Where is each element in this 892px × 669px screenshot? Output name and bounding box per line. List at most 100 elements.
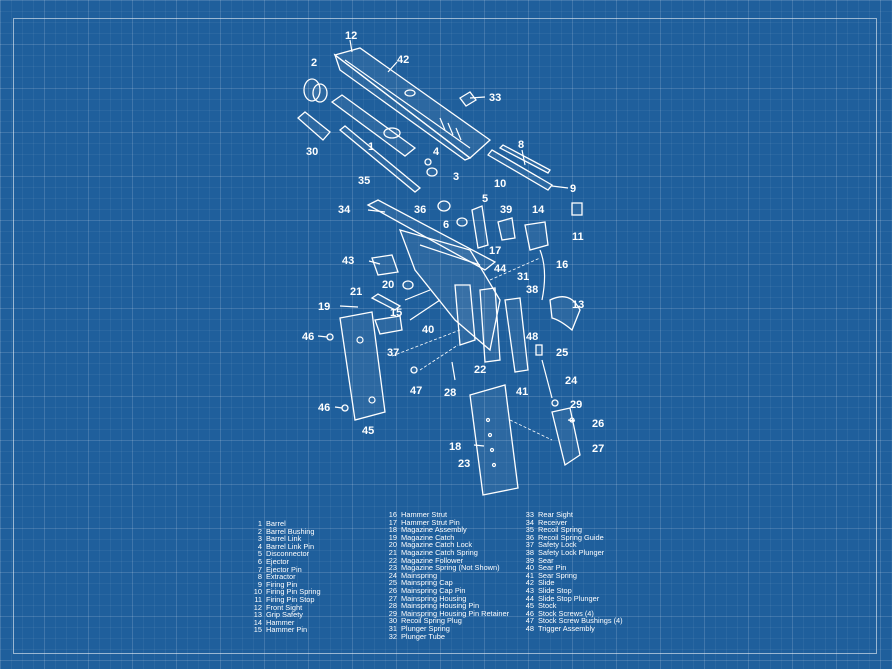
sear-pin-part	[409, 299, 441, 321]
legend-item-number: 7	[257, 564, 262, 574]
legend-item-number: 24	[388, 570, 397, 580]
legend-item-label: Barrel Link Pin	[266, 541, 315, 551]
callout-label: 26	[592, 418, 604, 430]
extractor-part	[491, 149, 541, 179]
legend-item-number: 30	[388, 616, 397, 626]
mainspring-pin-retainer-part	[551, 399, 559, 407]
ejector-part	[456, 217, 468, 227]
legend-item-number: 39	[525, 555, 534, 565]
legend-item-number: 10	[253, 587, 262, 597]
legend-item-number: 23	[388, 563, 397, 573]
legend-item-number: 3	[257, 534, 262, 544]
legend-item-number: 21	[388, 547, 397, 557]
magazine-catch-spring-part	[370, 293, 402, 311]
legend-item-number: 8	[257, 572, 262, 582]
legend-item-number: 47	[525, 616, 534, 626]
callout-label: 12	[345, 30, 357, 42]
legend-item: 39 Sear	[522, 555, 623, 565]
legend-item: 23 Magazine Spring (Not Shown)	[385, 564, 509, 572]
legend-item: 24 Mainspring	[385, 570, 509, 580]
legend-item-number: 5	[257, 549, 262, 559]
callout-label: 14	[532, 204, 545, 216]
legend-item-label: Barrel Link	[266, 534, 302, 544]
callout-label: 9	[570, 183, 576, 195]
callout-label: 3	[453, 171, 459, 183]
legend-item-label: Magazine Catch	[401, 532, 455, 542]
callout-label: 17	[489, 245, 501, 257]
callout-label: 40	[422, 324, 434, 336]
legend-item-label: Hammer Strut Pin	[401, 517, 460, 527]
barrel-link-part	[426, 167, 438, 177]
legend-item-number: 35	[525, 525, 534, 535]
callout-label: 47	[410, 385, 422, 397]
hammer-part	[524, 221, 549, 251]
assembly-line	[509, 419, 553, 441]
legend-item-label: Receiver	[538, 517, 568, 527]
legend-item-label: Safety Lock Plunger	[538, 547, 605, 557]
legend-item-label: Safety Lock	[538, 540, 577, 550]
legend-item-number: 43	[525, 585, 534, 595]
legend-item-label: Slide Stop Plunger	[538, 593, 600, 603]
callout-label: 20	[382, 279, 394, 291]
magazine-catch-lock-part	[402, 280, 414, 290]
callout-label: 21	[350, 286, 362, 298]
legend-item: 17 Hammer Strut Pin	[385, 517, 509, 527]
callout-label: 25	[556, 347, 568, 359]
legend-item-label: Slide	[538, 578, 555, 588]
callout-label: 28	[444, 387, 456, 399]
callout-label: 46	[302, 331, 314, 343]
legend-item-label: Mainspring Cap Pin	[401, 585, 466, 595]
legend-item-label: Plunger Spring	[401, 623, 450, 633]
barrel-link-pin-part	[424, 158, 432, 166]
legend-item-label: Magazine Catch Lock	[401, 540, 473, 550]
firing-pin-stop-part	[571, 202, 583, 216]
callout-label: 31	[517, 271, 529, 283]
legend-item-label: Mainspring Cap	[401, 578, 453, 588]
legend-item-label: Barrel	[266, 519, 286, 528]
legend-item-label: Sear Spring	[538, 570, 578, 580]
legend-item-label: Sear	[538, 555, 554, 565]
legend-item-number: 14	[253, 617, 262, 627]
legend-item-label: Recoil Spring	[538, 525, 582, 535]
legend-item: 42 Slide	[522, 579, 623, 587]
legend-item-label: Firing Pin Spring	[266, 587, 321, 597]
callout-label: 13	[572, 299, 584, 311]
stock-part	[339, 311, 386, 421]
magazine-part	[469, 384, 519, 496]
assembly-line	[419, 344, 459, 371]
recoil-spring-guide-part	[437, 200, 451, 212]
callout-label: 42	[397, 54, 409, 66]
legend-item-number: 17	[388, 517, 397, 527]
recoil-spring-part	[338, 125, 422, 193]
legend-item-number: 44	[525, 593, 534, 603]
legend-item-label: Magazine Spring (Not Shown)	[401, 563, 500, 573]
callout-label: 33	[489, 92, 501, 104]
legend-item-number: 42	[525, 578, 534, 588]
legend-item-label: Mainspring	[401, 570, 438, 580]
legend-item-label: Recoil Spring Guide	[538, 532, 604, 542]
legend-item-number: 33	[525, 510, 534, 519]
assembly-line	[489, 257, 541, 281]
legend-item-number: 38	[525, 547, 534, 557]
